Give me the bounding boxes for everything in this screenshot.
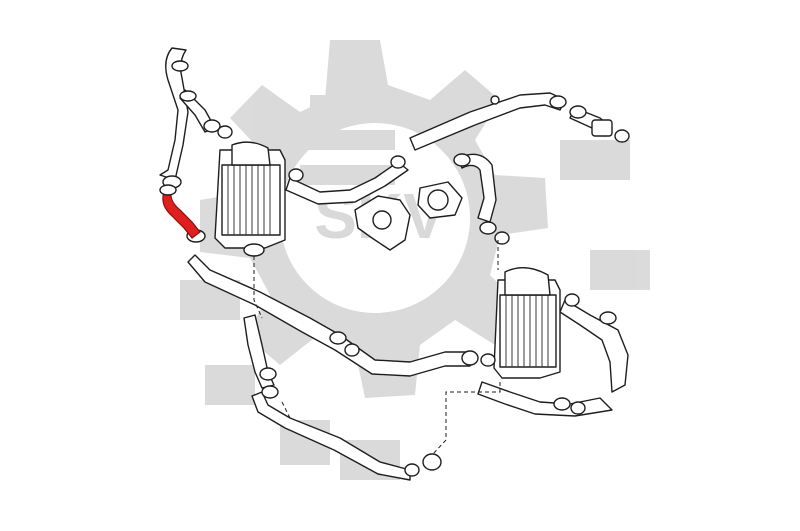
intercooler-upper [214, 141, 286, 257]
clamps [162, 60, 630, 477]
assembly-lines [253, 240, 501, 456]
intercooler-lower [493, 267, 561, 379]
highlighted-hose-clamp-top [159, 184, 177, 196]
highlighted-charge-air-hose[interactable] [162, 189, 201, 239]
